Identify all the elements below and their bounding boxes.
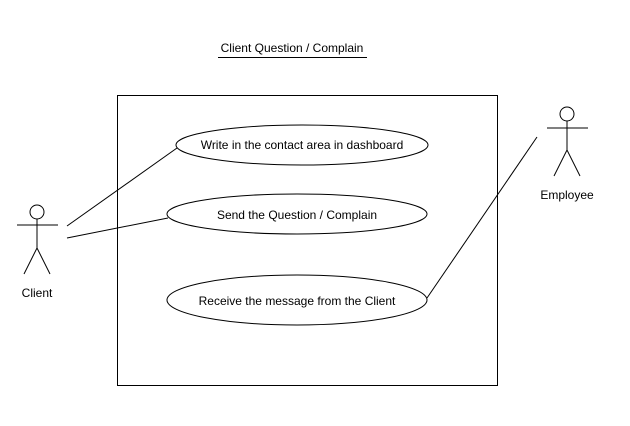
use-case-label: Receive the message from the Client xyxy=(199,294,396,308)
stick-figure-icon xyxy=(547,106,588,177)
use-case-write-contact[interactable]: Write in the contact area in dashboard xyxy=(175,124,429,166)
actor-employee[interactable]: Employee xyxy=(540,106,594,202)
use-case-ellipse xyxy=(166,193,428,235)
use-case-label: Write in the contact area in dashboard xyxy=(201,138,404,152)
association-client-send xyxy=(66,217,169,239)
actor-label-employee: Employee xyxy=(540,188,594,202)
actor-label-client: Client xyxy=(22,286,53,300)
use-case-send-question[interactable]: Send the Question / Complain xyxy=(166,193,428,235)
system-boundary xyxy=(117,95,498,386)
association-employee-receive xyxy=(426,136,538,299)
use-case-label: Send the Question / Complain xyxy=(217,208,377,222)
association-client-write xyxy=(66,147,178,227)
use-case-ellipse xyxy=(166,274,428,326)
actor-client[interactable]: Client xyxy=(17,204,58,300)
use-case-receive-message[interactable]: Receive the message from the Client xyxy=(166,274,428,326)
use-case-ellipse xyxy=(175,124,429,166)
diagram-title: Client Question / Complain xyxy=(221,41,364,55)
stick-figure-icon xyxy=(17,204,58,275)
